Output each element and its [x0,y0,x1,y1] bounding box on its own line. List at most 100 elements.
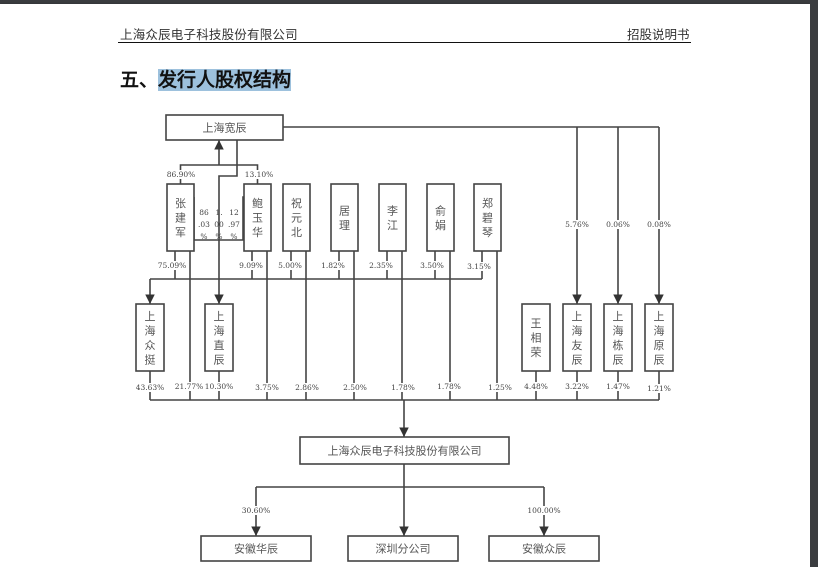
edge-label-zhangjianjun_zhongting: 75.09% [158,261,187,270]
edge-label-lijiang_zhongting: 2.35% [369,261,393,270]
edge-label-zhangjianjun_kuanchen: 86.90% [167,170,196,179]
node-label-zhangjianjun-char: 建 [175,211,186,225]
edge-label-kuanchen_zhichen-part: 00 [214,220,224,229]
edge-label-bg [528,506,560,515]
node-label-yujuan-char: 娟 [435,218,446,232]
edge-label-lijiang_issuer: 1.78% [391,383,415,392]
node-label-issuer: 上海众辰电子科技股份有限公司 [328,444,482,458]
node-label-anhui_zhongchen: 安徽众辰 [522,542,566,556]
edge-label-bg [565,220,589,229]
node-label-zhichen-char: 辰 [214,353,225,366]
node-label-shenzhen_branch: 深圳分公司 [376,543,431,556]
node-label-yuanchen-char: 海 [654,323,665,337]
node-label-zhongting-char: 挺 [145,352,156,366]
viewer-scrollbar-track[interactable] [810,0,818,567]
node-label-zhichen-char: 海 [214,323,225,337]
edge-label-bg [420,261,444,270]
edge-label-bg [136,383,164,392]
node-label-zhengbiqin-char: 郑 [482,196,493,210]
node-label-dongchen-char: 辰 [613,353,624,366]
edge-label-zhuyuanbei_zhongting: 5.00% [278,261,302,270]
header-company-name: 上海众辰电子科技股份有限公司 [120,27,298,42]
node-box-wangxiangrong [521,303,551,372]
connector-kuanchen-to-zhichen [218,140,238,232]
edge-label-bg [295,383,319,392]
node-label-zhongting-char: 上 [145,310,156,323]
node-box-anhui_huachen [200,535,312,562]
node-label-juli-char: 居 [339,204,350,217]
section-number: 五、 [120,69,159,91]
document-page: 上海众辰电子科技股份有限公司 招股说明书 五、发行人股权结构 [0,4,810,567]
node-label-zhengbiqin-char: 琴 [482,226,493,239]
section-title-highlighted[interactable]: 发行人股权结构 [158,69,292,91]
header-document-type: 招股说明书 [627,27,690,42]
edge-label-zhangjianjun_zhichen-part: % [200,232,207,241]
edge-label-dongchen_issuer: 1.47% [606,382,630,391]
node-label-baoyuhua-char: 玉 [252,212,263,225]
edge-label-bg [239,261,263,270]
node-label-lijiang-char: 李 [387,203,398,217]
node-label-zhuyuanbei-char: 元 [291,212,302,225]
edge-label-zhangjianjun_issuer: 21.77% [175,382,204,391]
edge-label-bg [158,261,186,270]
edge-label-bg [343,383,367,392]
node-box-anhui_zhongchen [488,535,600,562]
node-label-kuanchen: 上海宽辰 [203,121,247,135]
edge-label-kuanchen_zhichen-part: 1. [215,208,222,217]
node-label-dongchen-char: 海 [613,323,624,337]
edge-label-issuer_anhui_zhongchen: 100.00% [527,506,560,515]
node-label-zhichen-char: 上 [214,310,225,323]
edge-label-baoyuhua_zhichen-part: .97 [228,220,240,229]
edge-label-baoyuhua_issuer: 3.75% [255,383,279,392]
node-box-baoyuhua [243,183,272,252]
node-box-zhichen [204,303,234,372]
edge-label-bg [391,383,415,392]
edge-label-zhangjianjun_zhichen-part: .03 [198,220,210,229]
node-label-baoyuhua-char: 鲍 [252,196,263,210]
node-label-dongchen-char: 上 [613,310,624,323]
edge-label-baoyuhua_kuanchen: 13.10% [245,170,274,179]
node-box-yujuan [426,183,455,252]
node-label-youchen-char: 辰 [572,353,583,366]
node-box-zhangjianjun [166,183,195,252]
edge-label-yujuan_issuer: 1.78% [437,382,461,391]
edge-label-bg [245,170,273,179]
node-label-youchen-char: 友 [572,338,583,352]
edge-label-bg [488,383,512,392]
edge-label-kuanchen_youchen: 5.76% [565,220,589,229]
node-label-zhuyuanbei-char: 祝 [291,196,302,210]
node-box-yuanchen [644,303,674,372]
edge-label-zhuyuanbei_issuer: 2.86% [295,383,319,392]
edge-label-zhengbiqin_zhongting: 3.15% [467,262,491,271]
node-box-issuer [299,436,510,465]
edge-label-bg [606,220,630,229]
node-label-yuanchen-char: 原 [654,339,665,352]
node-label-wangxiangrong-char: 相 [531,332,542,345]
edge-label-bg [467,262,491,271]
node-label-juli-char: 理 [339,219,350,232]
edge-label-zhongting_issuer: 43.63% [136,383,165,392]
node-label-yuanchen-char: 辰 [654,353,665,366]
edge-label-zhangjianjun_zhichen-part: 86 [199,208,209,217]
edge-label-baoyuhua_zhongting: 9.09% [239,261,263,270]
node-box-lijiang [378,183,407,252]
node-box-kuanchen [165,114,284,141]
edge-label-bg [369,261,393,270]
header-rule [118,42,691,43]
edge-label-baoyuhua_zhichen-part: % [230,232,237,241]
edge-label-zhengbiqin_issuer: 1.25% [488,383,512,392]
node-box-youchen [562,303,592,372]
node-label-zhongting-char: 海 [145,323,156,337]
node-label-zhengbiqin-char: 碧 [482,212,493,225]
edge-label-bg [242,506,270,515]
node-label-zhangjianjun-char: 军 [175,226,186,239]
edge-label-bg [647,384,671,393]
node-box-juli [330,183,359,252]
edge-label-kuanchen_dongchen: 0.06% [606,220,630,229]
edge-label-yuanchen_issuer: 1.21% [647,384,671,393]
edge-label-bg [524,382,548,391]
node-label-dongchen-char: 栋 [613,338,624,352]
node-box-shenzhen_branch [347,535,459,562]
edge-label-juli_zhongting: 1.82% [321,261,345,270]
